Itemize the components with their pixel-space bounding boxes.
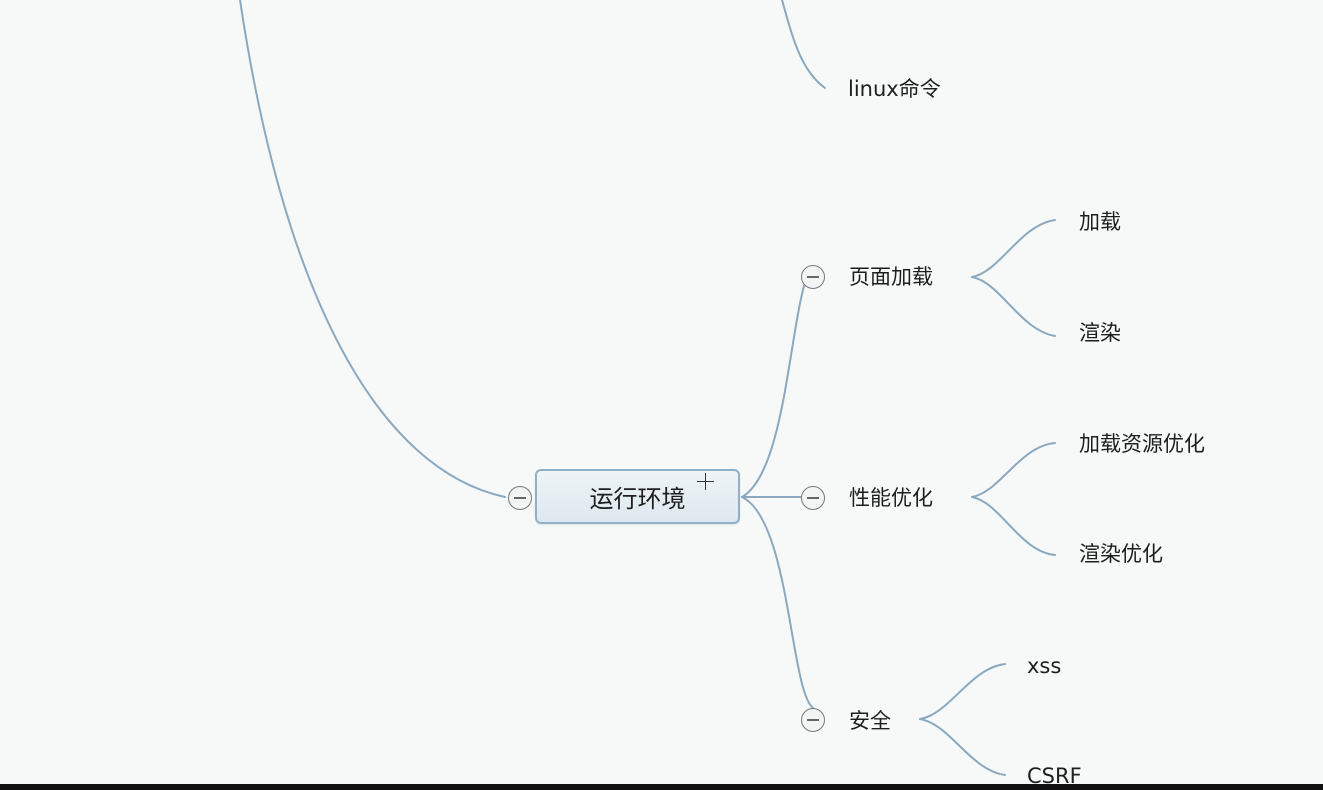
connector-xuanran (971, 276, 1056, 337)
topic-csrf[interactable]: CSRF (1027, 764, 1082, 788)
topic-render[interactable]: 渲染 (1079, 321, 1121, 345)
topic-linux-commands[interactable]: linux命令 (848, 77, 941, 101)
topic-performance[interactable]: 性能优化 (849, 486, 933, 510)
connector-jiazai-ziyuan (971, 442, 1056, 498)
window-bottom-edge (0, 784, 1323, 790)
connector-xss (919, 663, 1006, 720)
collapse-minus-icon[interactable] (801, 708, 825, 732)
collapse-minus-icon[interactable] (508, 486, 532, 510)
connector-csrf (919, 718, 1006, 776)
topic-load-resource-optimization[interactable]: 加载资源优化 (1079, 432, 1205, 456)
collapse-minus-icon[interactable] (801, 486, 825, 510)
connector-security (741, 496, 814, 709)
central-topic-label: 运行环境 (589, 485, 686, 513)
crosshair-cursor-icon (697, 473, 714, 490)
connector-parent (239, 0, 506, 498)
topic-load[interactable]: 加载 (1079, 210, 1121, 234)
topic-page-load[interactable]: 页面加载 (849, 265, 933, 289)
topic-render-optimization[interactable]: 渲染优化 (1079, 542, 1163, 566)
connector-page-load (741, 265, 814, 498)
collapse-minus-icon[interactable] (801, 265, 825, 289)
connector-jiazai (971, 219, 1056, 278)
connector-linux (781, 0, 826, 89)
connector-xuanran-youhua (971, 496, 1056, 556)
topic-xss[interactable]: xss (1027, 654, 1062, 678)
topic-security[interactable]: 安全 (849, 709, 891, 733)
